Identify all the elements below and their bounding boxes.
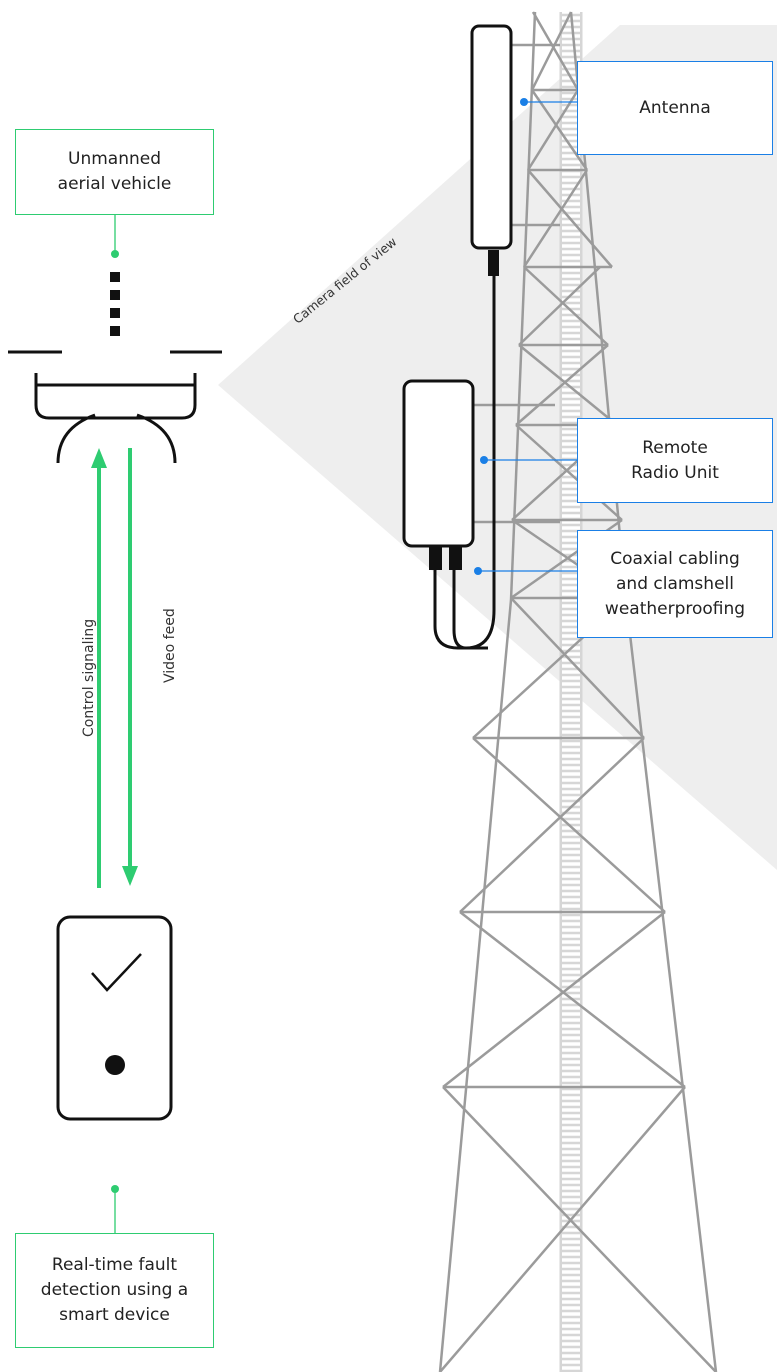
- drone-icon: [8, 350, 222, 464]
- coax-label-text: Coaxial cabling and clamshell weatherpro…: [604, 548, 746, 619]
- smart-device-label: Real-time fault detection using a smart …: [15, 1233, 214, 1348]
- rru-label: Remote Radio Unit: [577, 418, 773, 503]
- tower-ladder: [559, 12, 583, 1372]
- antenna-label-text: Antenna: [639, 97, 711, 118]
- control-signaling-arrow: [91, 448, 107, 888]
- video-feed-label: Video feed: [162, 608, 178, 683]
- antenna-leader: [520, 98, 577, 106]
- tower-left-leg: [438, 11, 537, 1372]
- remote-radio-unit-icon: [402, 379, 475, 570]
- tower-ladder-rungs: [562, 12, 580, 1372]
- device-connector: [111, 1185, 119, 1233]
- rru-label-text: Remote Radio Unit: [631, 437, 719, 483]
- uav-connector: [110, 215, 120, 336]
- uav-label: Unmanned aerial vehicle: [15, 129, 214, 215]
- antenna-icon: [470, 24, 513, 276]
- smartphone-icon: [56, 915, 173, 1121]
- antenna-label: Antenna: [577, 61, 773, 155]
- camera-fov-area: [218, 25, 777, 870]
- uav-label-text: Unmanned aerial vehicle: [57, 149, 172, 194]
- tower-icon: [438, 11, 718, 1372]
- coax-label: Coaxial cabling and clamshell weatherpro…: [577, 530, 773, 638]
- coax-cable-loop: [433, 570, 488, 650]
- control-signaling-label: Control signaling: [81, 618, 97, 737]
- coax-leader: [474, 567, 577, 575]
- rru-leader: [480, 456, 577, 464]
- smart-device-label-text: Real-time fault detection using a smart …: [40, 1255, 189, 1325]
- checkmark-icon: [91, 953, 142, 992]
- video-feed-arrow: [122, 448, 138, 886]
